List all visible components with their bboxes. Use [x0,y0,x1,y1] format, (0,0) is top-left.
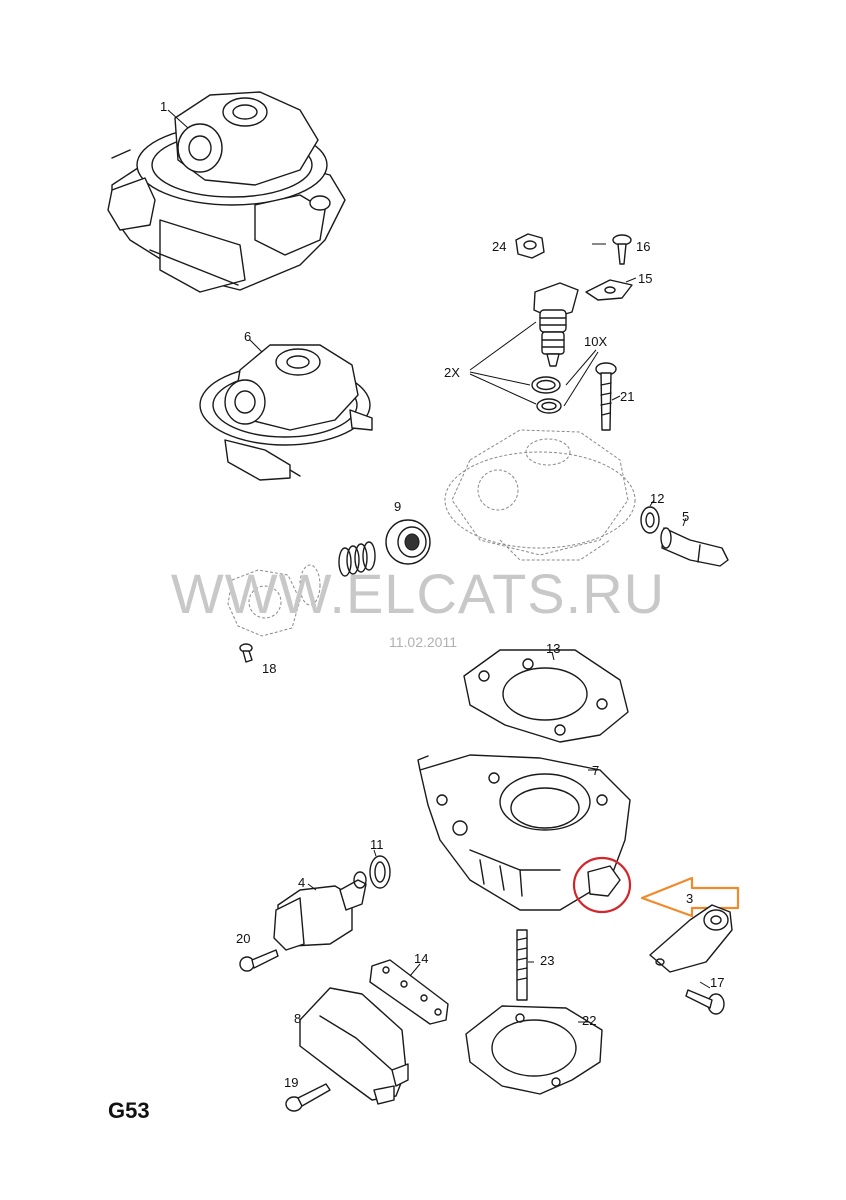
pointer-arrow [640,876,740,918]
part-19-screw [285,1083,331,1112]
callout-16: 16 [636,239,651,254]
part-8-housing [299,987,409,1105]
part-4-idle-air-valve [273,871,367,951]
part-20-screw [239,949,279,972]
part-3-position-sensor [649,904,733,973]
diagram-code: G53 [108,1098,150,1123]
callout-1: 1 [160,99,168,114]
part-12-seal [640,506,660,534]
watermark-date: 11.02.2011 [389,634,457,650]
leader-lines [167,109,711,1023]
callout-11: 11 [370,837,384,852]
part-16-screw [612,234,632,265]
callout-14: 14 [414,951,429,966]
callout-9: 9 [394,499,402,514]
part-23-stud [516,929,528,1001]
watermark-text: WWW.ELCATS.RU [170,562,666,625]
part-15-retaining-clip [585,279,633,301]
part-11-o-ring [369,855,391,889]
callout-6: 6 [244,329,252,344]
callout-3: 3 [686,891,694,906]
callout-5: 5 [682,509,690,524]
o-ring-lower [536,398,562,414]
callout-21: 21 [620,389,635,404]
callout-2x: 2X [444,365,460,380]
part-7-throttle-housing [417,754,631,911]
part-18-screw [239,643,253,663]
callout-24: 24 [492,239,507,254]
callout-17: 17 [710,975,725,990]
regulator-cover [227,564,321,637]
fuel-injector [533,282,579,367]
part-14-gasket [369,959,449,1025]
callout-8: 8 [294,1011,302,1026]
part-22-base-gasket [465,1005,603,1095]
o-ring-upper [531,376,561,394]
callout-12: 12 [650,491,665,506]
callout-15: 15 [638,271,653,286]
ghost-throttle-body-outline [444,429,636,561]
pressure-spring [338,541,376,577]
part-17-screw [685,989,725,1015]
callout-7: 7 [592,763,600,778]
part-13-gasket [463,649,629,743]
callout-23: 23 [540,953,555,968]
callout-13: 13 [546,641,561,656]
part-24-nut [515,233,545,259]
part-5-fitting [660,527,729,567]
callout-19: 19 [284,1075,299,1090]
callout-4: 4 [298,875,306,890]
part-9-diaphragm [385,519,431,565]
callout-22: 22 [582,1013,597,1028]
part-6-throttle-body-upper [199,344,373,481]
part-1-throttle-body-assembly [107,91,346,293]
part-21-long-screw [595,362,617,431]
callout-10x: 10X [584,334,608,349]
highlight-circle [572,856,632,914]
callout-18: 18 [262,661,277,676]
callout-20: 20 [236,931,251,946]
